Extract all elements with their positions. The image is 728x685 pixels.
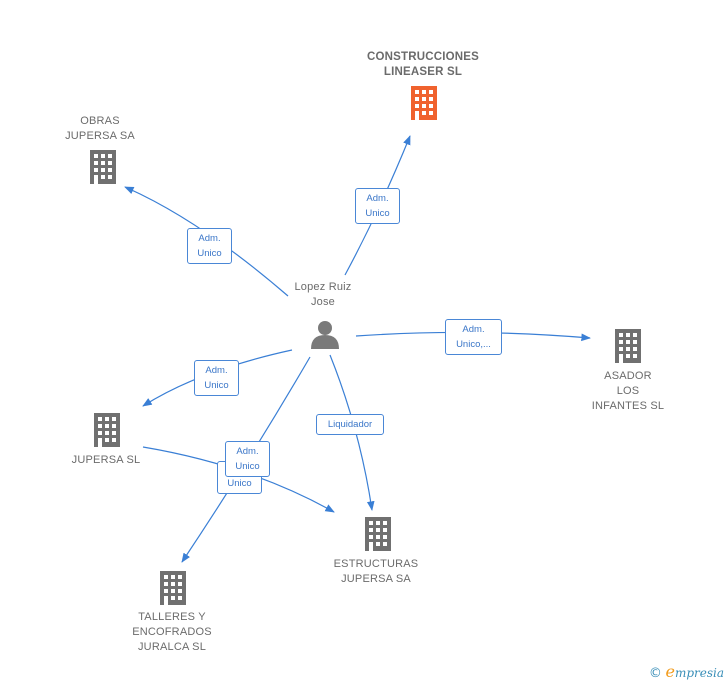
relation-label-obras[interactable]: Adm. Unico: [187, 228, 232, 264]
brand-footer[interactable]: © empresia: [649, 662, 724, 681]
relation-label-talleres[interactable]: Adm. Unico: [225, 441, 270, 477]
relation-label-jupersa[interactable]: Adm. Unico: [194, 360, 239, 396]
copyright-symbol: ©: [648, 666, 662, 681]
company-name-line: JURALCA SL: [137, 641, 207, 653]
person-name-line2: Jose: [310, 296, 336, 308]
person-name-line1: Lopez Ruiz: [294, 281, 352, 293]
company-name-line: OBRAS: [80, 115, 120, 127]
company-name-line: TALLERES Y: [138, 611, 206, 623]
relation-text: Adm.: [366, 193, 389, 204]
relation-text: Unico: [204, 380, 229, 391]
person-icon[interactable]: [311, 321, 339, 349]
relation-text: Adm.: [205, 365, 228, 376]
building-icon[interactable]: [94, 413, 120, 447]
relation-text: Unico: [365, 208, 390, 219]
company-label-obras[interactable]: OBRAS JUPERSA SA: [50, 114, 150, 144]
company-name-line: INFANTES SL: [591, 400, 665, 412]
building-icon[interactable]: [365, 517, 391, 551]
company-name-line: JUPERSA SA: [65, 130, 135, 142]
company-label-jupersa[interactable]: JUPERSA SL: [56, 453, 156, 468]
relation-label-estructuras[interactable]: Liquidador: [316, 414, 384, 435]
relation-text: Adm.: [462, 324, 485, 335]
building-icon[interactable]: [90, 150, 116, 184]
relation-label-asador[interactable]: Adm. Unico,...: [445, 319, 502, 355]
relation-text: Unico: [227, 478, 252, 489]
relation-text: Unico: [235, 461, 260, 472]
company-name-line: JUPERSA SL: [71, 454, 141, 466]
relation-label-construcciones[interactable]: Adm. Unico: [355, 188, 400, 224]
relation-text: Liquidador: [327, 419, 373, 430]
company-name-line: JUPERSA SA: [341, 573, 411, 585]
relation-text: Adm.: [236, 446, 259, 457]
company-name-line: ESTRUCTURAS: [333, 558, 419, 570]
company-name-line: LINEASER SL: [383, 66, 463, 78]
company-name-line: ASADOR: [604, 370, 652, 382]
building-icon[interactable]: [160, 571, 186, 605]
building-icon[interactable]: [615, 329, 641, 363]
relation-text: Unico: [197, 248, 222, 259]
company-label-construcciones[interactable]: CONSTRUCCIONES LINEASER SL: [352, 50, 494, 80]
company-name-line: ENCOFRADOS: [132, 626, 212, 638]
person-name-label[interactable]: Lopez Ruiz Jose: [275, 280, 371, 310]
brand-logo-initial: e: [665, 662, 675, 681]
brand-logo-text: mpresia: [674, 666, 724, 680]
relation-text: Unico,...: [456, 339, 491, 350]
company-label-estructuras[interactable]: ESTRUCTURAS JUPERSA SA: [326, 557, 426, 587]
relation-text: Adm.: [198, 233, 221, 244]
company-name-line: LOS: [616, 385, 640, 397]
building-icon[interactable]: [411, 86, 437, 120]
company-label-talleres[interactable]: TALLERES Y ENCOFRADOS JURALCA SL: [122, 610, 222, 655]
company-label-asador[interactable]: ASADOR LOS INFANTES SL: [578, 369, 678, 414]
company-name-line: CONSTRUCCIONES: [366, 51, 480, 63]
